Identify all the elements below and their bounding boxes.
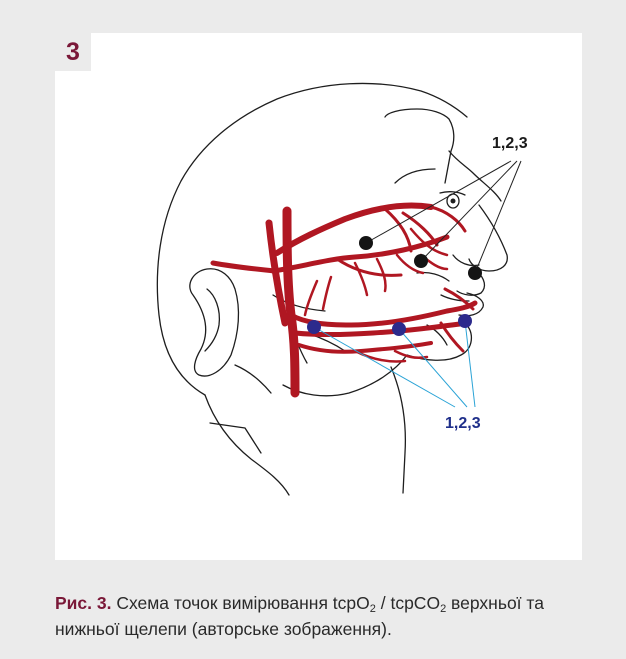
figure-caption: Рис. 3. Схема точок вимірювання tcpO2 / … bbox=[55, 590, 595, 642]
lower-point-1 bbox=[307, 320, 321, 334]
artery-tree bbox=[213, 206, 475, 394]
upper-point-3 bbox=[468, 266, 482, 280]
caption-text-1: Схема точок вимірювання tcpO bbox=[111, 593, 369, 613]
caption-label: Рис. 3. bbox=[55, 593, 111, 613]
upper-points-label: 1,2,3 bbox=[492, 135, 528, 152]
figure-number-badge: 3 bbox=[55, 33, 91, 71]
upper-point-1 bbox=[359, 236, 373, 250]
lower-points-label: 1,2,3 bbox=[445, 415, 481, 432]
upper-leaders bbox=[366, 161, 521, 273]
lower-point-3 bbox=[458, 314, 472, 328]
head-outline bbox=[157, 83, 507, 495]
figure-panel: 1,2,3 1,2,3 3 bbox=[55, 33, 582, 560]
upper-point-2 bbox=[414, 254, 428, 268]
lower-point-2 bbox=[392, 322, 406, 336]
head-artery-diagram: 1,2,3 1,2,3 bbox=[55, 33, 582, 560]
caption-text-2: / tcpCO bbox=[376, 593, 440, 613]
